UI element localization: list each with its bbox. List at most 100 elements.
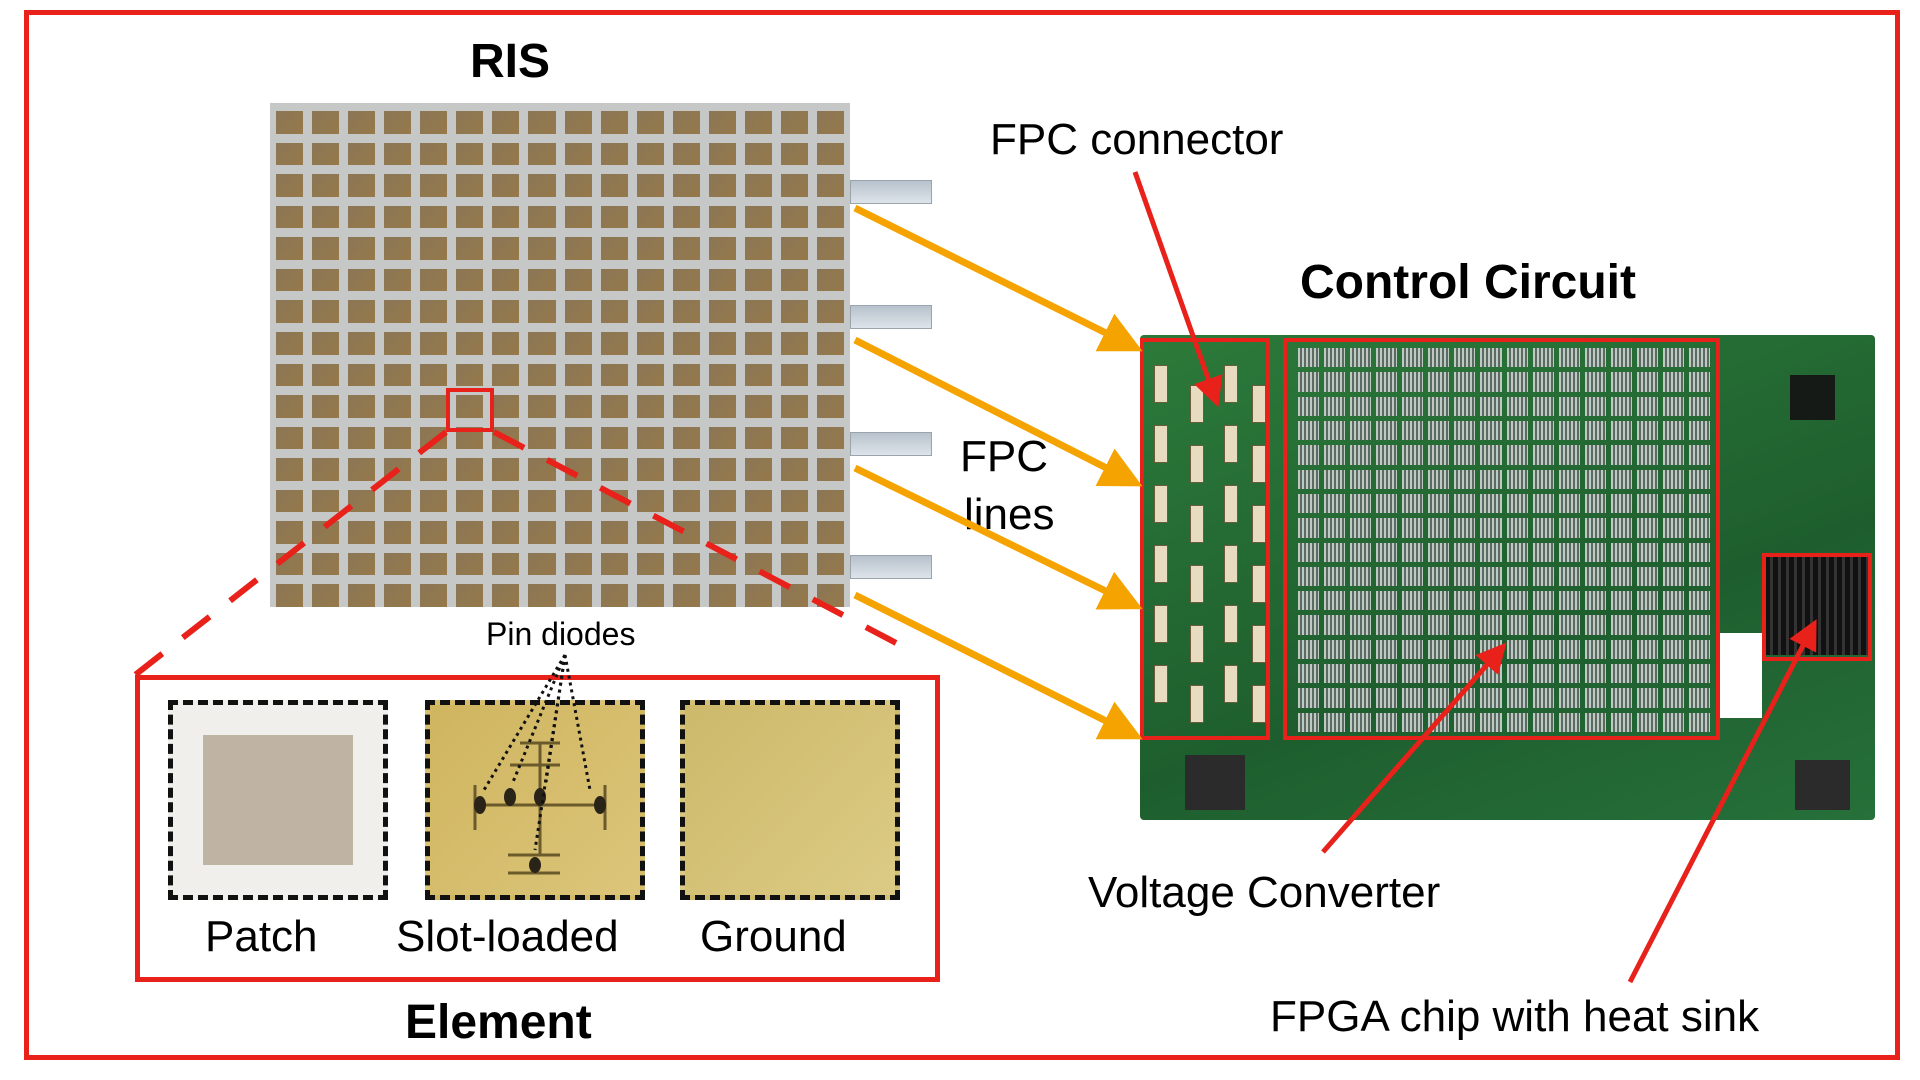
fpc-connector-socket (1154, 485, 1168, 523)
ris-unit-cell (600, 237, 628, 260)
driver-chip (1610, 372, 1632, 392)
ris-unit-cell (708, 111, 736, 134)
ris-unit-cell (636, 395, 664, 418)
ris-unit-cell (672, 552, 700, 576)
ris-unit-cell (708, 363, 736, 387)
driver-chip (1350, 420, 1372, 441)
driver-chip (1688, 542, 1710, 562)
driver-chip (1298, 566, 1320, 587)
ris-unit-cell (348, 268, 376, 292)
ris-unit-cell (600, 111, 628, 134)
driver-chip (1350, 591, 1372, 611)
driver-chip (1532, 566, 1554, 587)
driver-chip (1298, 469, 1320, 489)
driver-chip (1688, 372, 1710, 392)
ris-unit-cell (708, 142, 736, 166)
ris-unit-cell (456, 331, 484, 355)
ris-unit-cell (456, 426, 484, 450)
ris-unit-cell (744, 300, 772, 323)
ris-unit-cell (312, 552, 340, 576)
fpc-connector-highlight (1140, 338, 1270, 740)
driver-chip (1506, 493, 1528, 514)
ris-unit-cell (672, 142, 700, 166)
ris-unit-cell (672, 300, 700, 323)
ris-unit-cell (456, 521, 484, 544)
driver-chip (1324, 493, 1346, 514)
ris-unit-cell (780, 426, 808, 450)
ris-unit-cell (564, 142, 592, 166)
ris-unit-cell (276, 426, 304, 450)
barcode-label (1720, 633, 1762, 718)
driver-chip (1532, 493, 1554, 514)
ris-unit-cell (744, 584, 772, 607)
driver-chip (1402, 518, 1424, 538)
ris-unit-cell (744, 331, 772, 355)
ris-unit-cell (672, 331, 700, 355)
driver-chip (1558, 688, 1580, 708)
ris-unit-cell (600, 552, 628, 576)
driver-chip (1584, 493, 1606, 514)
ris-unit-cell (492, 489, 520, 513)
ris-unit-cell (348, 174, 376, 197)
ris-unit-cell (636, 300, 664, 323)
driver-chip (1324, 469, 1346, 489)
ris-unit-cell (780, 111, 808, 134)
ris-unit-cell (708, 395, 736, 418)
ris-unit-cell (276, 363, 304, 387)
ris-unit-cell (708, 174, 736, 197)
driver-chip (1636, 372, 1658, 392)
driver-chip (1376, 591, 1398, 611)
ris-unit-cell (672, 174, 700, 197)
ris-unit-cell (348, 300, 376, 323)
ris-unit-cell (816, 552, 844, 576)
driver-chip (1298, 664, 1320, 684)
ris-unit-cell (276, 205, 304, 229)
ris-unit-cell (708, 205, 736, 229)
driver-chip (1324, 348, 1346, 368)
fpc-cable-tab (850, 555, 932, 579)
ris-unit-cell (348, 142, 376, 166)
ris-unit-cell (276, 111, 304, 134)
serial-port-icon (1185, 755, 1245, 810)
ris-unit-cell (420, 552, 448, 576)
ris-unit-cell (420, 584, 448, 607)
ris-unit-cell (528, 142, 556, 166)
ris-unit-cell (636, 489, 664, 513)
ris-unit-cell (564, 205, 592, 229)
ris-unit-cell (420, 111, 448, 134)
ris-unit-cell (708, 268, 736, 292)
driver-chip (1428, 445, 1450, 465)
driver-chip (1610, 566, 1632, 587)
fpc-cable-tab (850, 180, 932, 204)
chip-icon (1790, 375, 1835, 420)
ris-unit-cell (708, 237, 736, 260)
driver-chip (1558, 712, 1580, 732)
ris-unit-cell (672, 584, 700, 607)
ris-unit-cell (420, 395, 448, 418)
driver-chip (1506, 445, 1528, 465)
ris-unit-cell (384, 205, 412, 229)
driver-chip (1480, 469, 1502, 489)
driver-chip (1324, 396, 1346, 416)
driver-chip (1688, 396, 1710, 416)
ris-unit-cell (816, 521, 844, 544)
control-circuit-title: Control Circuit (1300, 256, 1636, 309)
driver-chip (1506, 566, 1528, 587)
ris-element-grid (276, 111, 844, 607)
ris-unit-cell (384, 300, 412, 323)
driver-chip (1350, 372, 1372, 392)
driver-chip (1558, 615, 1580, 635)
driver-chip (1688, 445, 1710, 465)
ris-unit-cell (312, 205, 340, 229)
ris-unit-cell (492, 268, 520, 292)
ris-unit-cell (600, 395, 628, 418)
ris-unit-cell (564, 363, 592, 387)
driver-chip (1402, 445, 1424, 465)
driver-chip (1298, 712, 1320, 732)
driver-chip (1376, 420, 1398, 441)
ris-unit-cell (456, 174, 484, 197)
ris-unit-cell (348, 458, 376, 481)
ris-unit-cell (312, 111, 340, 134)
driver-chip (1454, 396, 1476, 416)
ris-unit-cell (312, 395, 340, 418)
